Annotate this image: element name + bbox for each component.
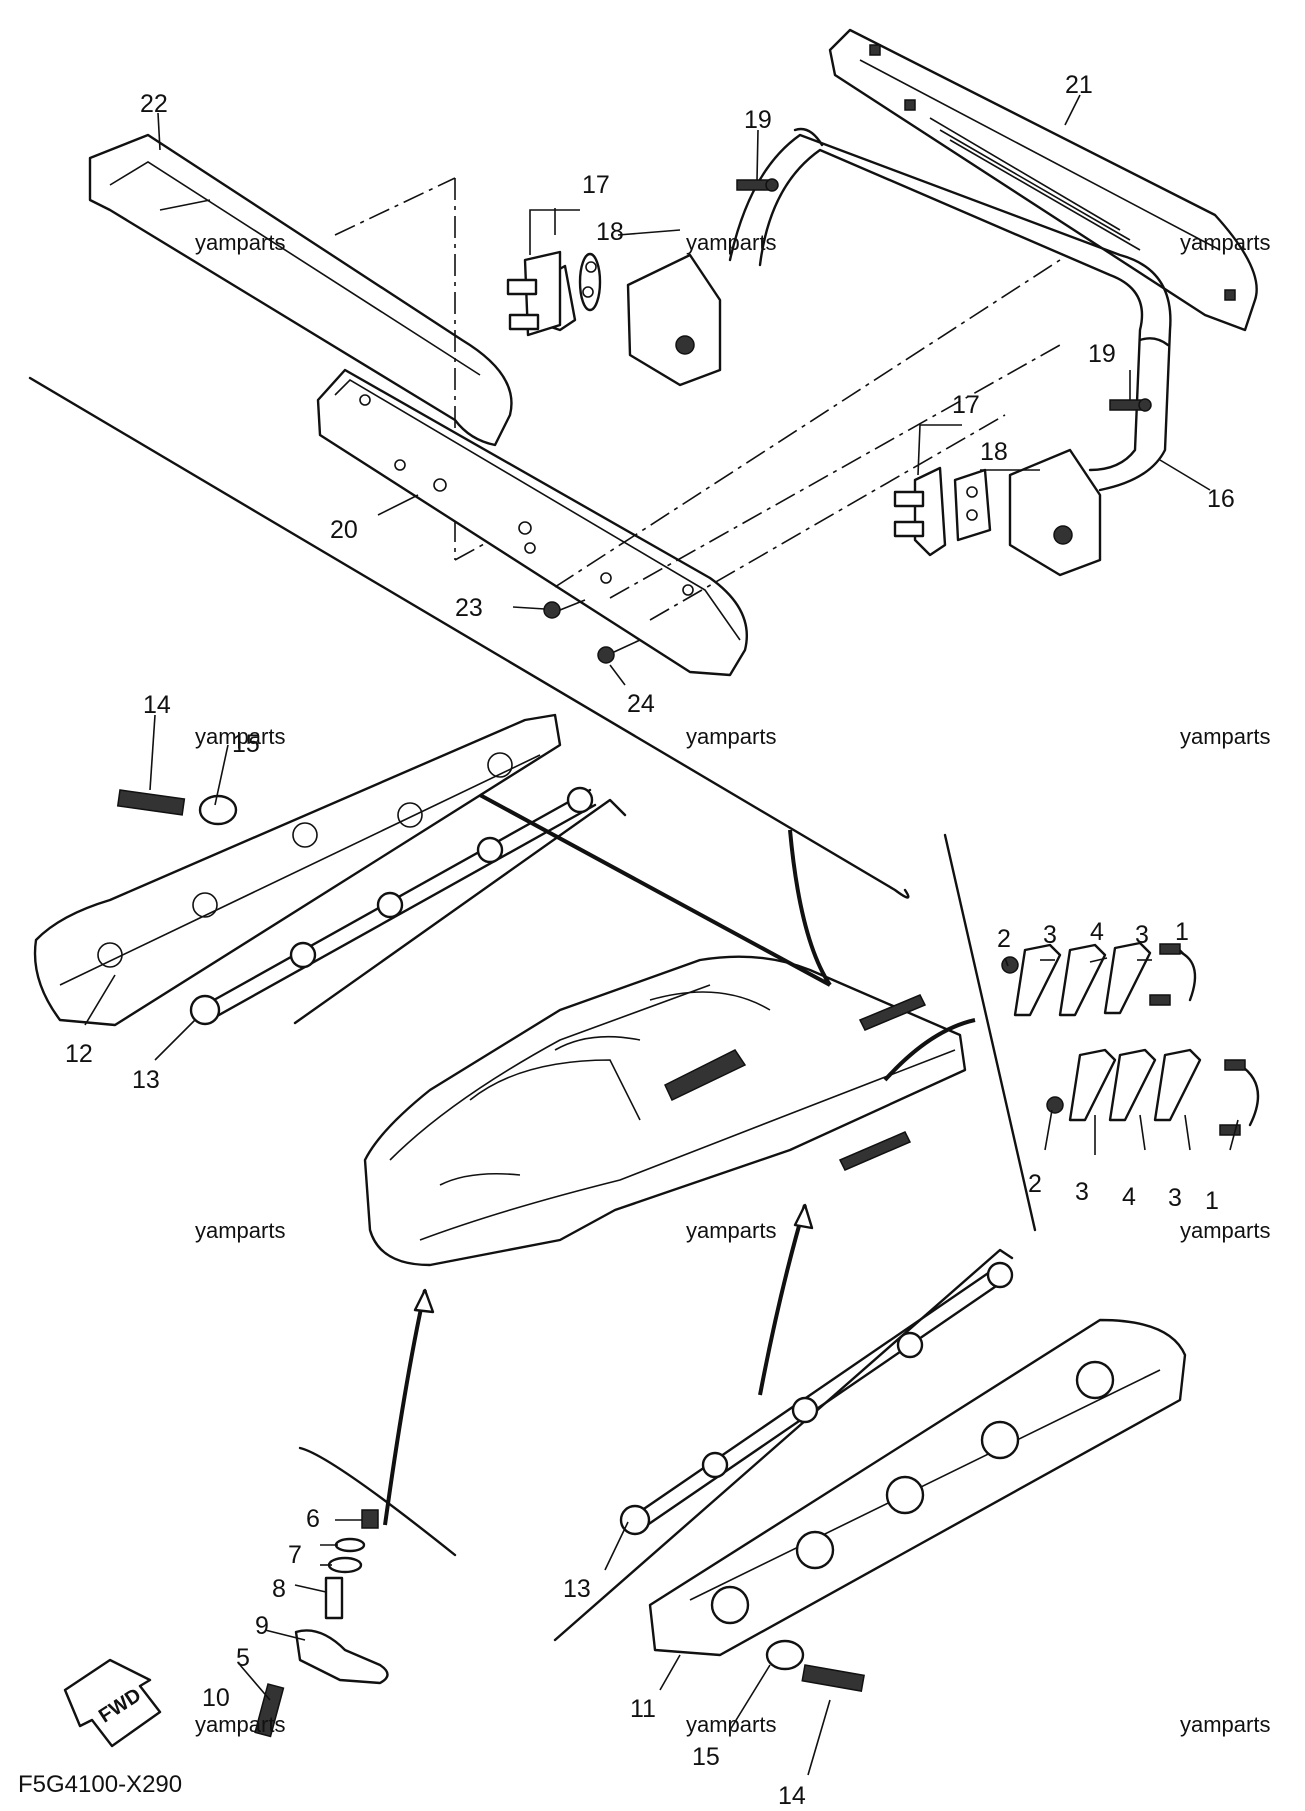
- callout-22: 22: [140, 90, 168, 118]
- watermark-text: yamparts: [686, 1712, 776, 1737]
- callout-16: 16: [1207, 485, 1235, 513]
- lever-assembly: [254, 1509, 389, 1738]
- callout-4: 4: [1122, 1183, 1136, 1211]
- watermark-text: yamparts: [195, 1218, 285, 1243]
- callout-19: 19: [1088, 340, 1116, 368]
- fasteners-small: [543, 178, 1152, 664]
- callout-2: 2: [1028, 1170, 1042, 1198]
- callout-8: 8: [272, 1575, 286, 1603]
- callout-6: 6: [306, 1505, 320, 1533]
- callout-3: 3: [1075, 1178, 1089, 1206]
- watercraft-outline: [363, 955, 967, 1267]
- callout-3: 3: [1043, 921, 1057, 949]
- assembly-right-rail: [619, 1261, 1187, 1693]
- callout-11: 11: [630, 1695, 656, 1723]
- callout-4: 4: [1090, 918, 1104, 946]
- callout-19: 19: [744, 106, 772, 134]
- region-dividers: [28, 376, 1037, 1642]
- watermark-text: yamparts: [195, 1712, 285, 1737]
- bracket-upper: [506, 250, 722, 387]
- callout-15: 15: [232, 730, 260, 758]
- callout-13: 13: [132, 1066, 160, 1094]
- leader-lines: [84, 94, 1239, 1776]
- callout-20: 20: [330, 516, 358, 544]
- callout-23: 23: [455, 594, 483, 622]
- callout-14: 14: [143, 691, 171, 719]
- callout-12: 12: [65, 1040, 93, 1068]
- clamp-details: [1001, 941, 1260, 1136]
- watermark-text: yamparts: [1180, 724, 1270, 749]
- watermarks: yamparts yamparts yamparts yamparts yamp…: [195, 230, 1270, 1737]
- assembly-left-rail: [33, 713, 597, 1027]
- watermark-text: yamparts: [686, 724, 776, 749]
- callout-14: 14: [778, 1782, 806, 1810]
- bracket-lower: [893, 448, 1102, 577]
- callout-3: 3: [1135, 921, 1149, 949]
- callout-10: 10: [202, 1684, 230, 1712]
- watermark-text: yamparts: [686, 1218, 776, 1243]
- watermark-text: yamparts: [1180, 1218, 1270, 1243]
- watermark-text: yamparts: [195, 230, 285, 255]
- callout-15: 15: [692, 1743, 720, 1771]
- callout-24: 24: [627, 690, 655, 718]
- callout-9: 9: [255, 1612, 269, 1640]
- connector-arrows: [383, 793, 976, 1526]
- callout-1: 1: [1205, 1187, 1219, 1215]
- watermark-text: yamparts: [195, 724, 285, 749]
- watermark-text: yamparts: [1180, 1712, 1270, 1737]
- callout-1: 1: [1175, 918, 1189, 946]
- callout-18: 18: [596, 218, 624, 246]
- watermark-text: yamparts: [1180, 230, 1270, 255]
- callout-7: 7: [288, 1541, 302, 1569]
- callout-17: 17: [952, 391, 980, 419]
- part-21-bar: [828, 28, 1258, 332]
- fwd-arrow: FWD: [63, 1658, 162, 1748]
- watermark-text: yamparts: [686, 230, 776, 255]
- callout-21: 21: [1065, 71, 1093, 99]
- part-20-rail: [316, 259, 1061, 677]
- callout-18: 18: [980, 438, 1008, 466]
- callout-17: 17: [582, 171, 610, 199]
- callout-2: 2: [997, 925, 1011, 953]
- callouts: 22 21 19 17 18 19 17 18 16 20 23 24 14 1…: [65, 71, 1235, 1810]
- callout-5: 5: [236, 1644, 250, 1672]
- diagram-code: F5G4100-X290: [18, 1771, 182, 1798]
- callout-13: 13: [563, 1575, 591, 1603]
- callout-3: 3: [1168, 1184, 1182, 1212]
